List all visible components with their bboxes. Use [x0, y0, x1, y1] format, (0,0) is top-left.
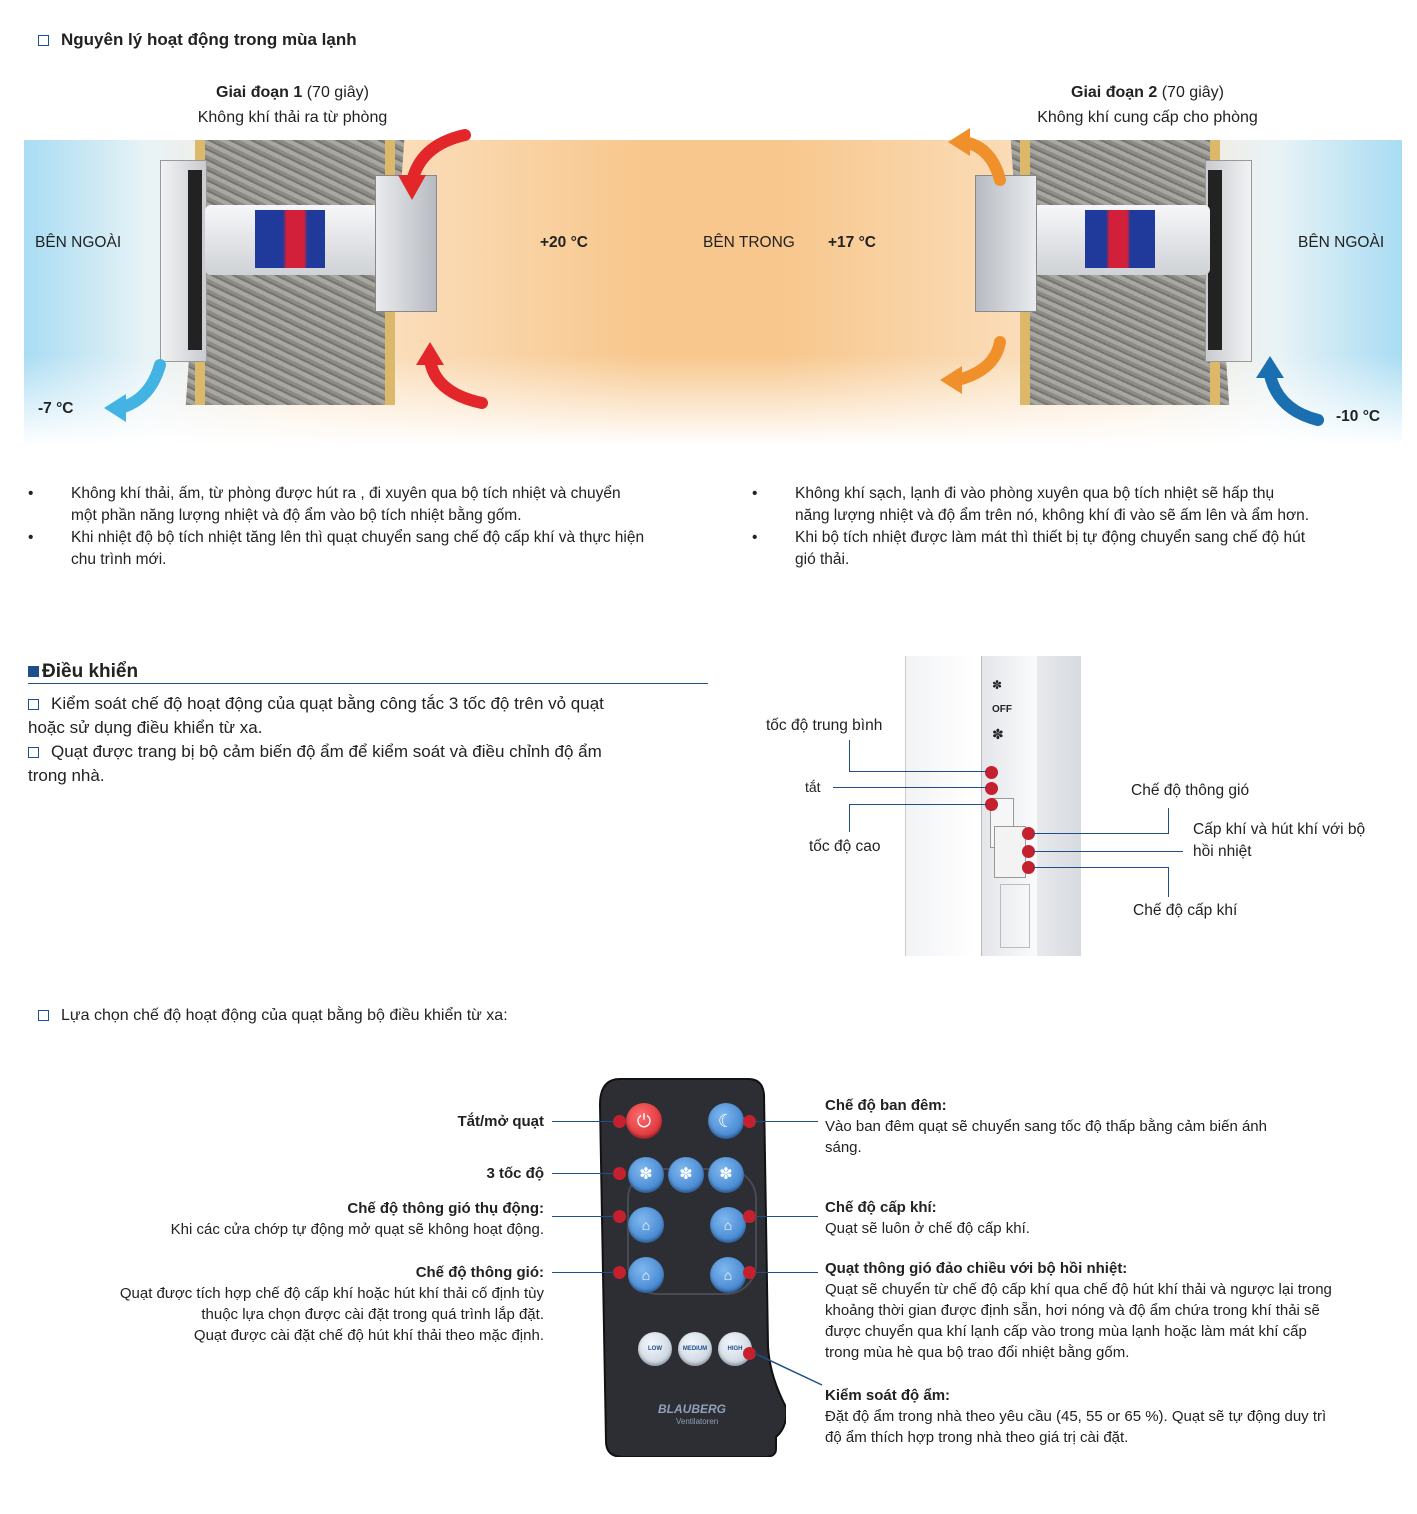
- warm-supply-arrow-icon: [959, 136, 1006, 186]
- red-marker-dot: [985, 766, 998, 779]
- right-bullet-list: • Không khí sạch, lạnh đi vào phòng xuyê…: [752, 483, 1392, 571]
- arrowhead-icon: [948, 128, 970, 156]
- vent-mode-label: Chế độ thông gió: [1131, 782, 1250, 799]
- list-item: • Không khí sạch, lạnh đi vào phòng xuyê…: [752, 485, 1310, 524]
- stage1-caption: Giai đoạn 1 (70 giây) Không khí thải ra …: [197, 84, 388, 126]
- inner-panel: [975, 175, 1037, 312]
- night-mode-label: Chế độ ban đêm: Vào ban đêm quạt sẽ chuy…: [825, 1097, 1267, 1156]
- remote-control: ⏻ ☾ ✽ ✽ ✽ ⌂ ⌂ ⌂ ⌂ LOW MEDIUM HIGH BLAUBE…: [598, 1077, 786, 1457]
- humidity-medium-button[interactable]: MEDIUM: [678, 1332, 712, 1366]
- arrowhead-icon: [940, 366, 962, 394]
- warm-exhaust-arrow-icon: [406, 129, 471, 188]
- humidity-control-label: Kiểm soát độ ẩm: Đặt độ ẩm trong nhà the…: [825, 1387, 1327, 1446]
- arrowhead-icon: [398, 175, 426, 200]
- checkbox-bullet-icon: [28, 747, 39, 758]
- ceramic-regenerator: [255, 210, 325, 268]
- red-marker-dot: [1022, 845, 1035, 858]
- cold-intake-arrow-icon: [1264, 369, 1324, 426]
- right-device-illustration: [960, 140, 1260, 410]
- power-label: Tắt/mở quạt: [457, 1113, 545, 1130]
- mode-switch[interactable]: [994, 826, 1026, 878]
- principle-heading: Nguyên lý hoạt động trong mùa lạnh: [38, 30, 357, 50]
- night-mode-button[interactable]: ☾: [708, 1103, 744, 1139]
- red-marker-dot: [1022, 827, 1035, 840]
- left-device-illustration: [150, 140, 450, 410]
- outside-label-left: BÊN NGOÀI: [35, 234, 122, 251]
- red-marker-dot: [1022, 861, 1035, 874]
- vent-mode-label: Chế độ thông gió: Quạt được tích hợp chế…: [119, 1264, 544, 1344]
- warm-supply-arrow-icon: [952, 336, 1006, 386]
- leader-line-icon: [753, 1352, 823, 1386]
- mode-arrows-icon: [1000, 884, 1030, 948]
- checkbox-bullet-icon: [28, 699, 39, 710]
- inside-temp-right: +17 °C: [828, 234, 876, 251]
- fan-high-icon: ✽: [992, 726, 1004, 742]
- house-icon: ⌂: [723, 1217, 733, 1233]
- power-button[interactable]: ⏻: [626, 1103, 662, 1139]
- fan-icon: ✽: [679, 1166, 693, 1183]
- inside-temp-left: +20 °C: [540, 234, 588, 251]
- outside-temp-right: -10 °C: [1336, 408, 1381, 425]
- square-bullet-icon: [28, 666, 39, 677]
- off-label: OFF: [992, 704, 1012, 715]
- remote-intro: Lựa chọn chế độ hoạt động của quạt bằng …: [38, 1007, 508, 1025]
- humidity-low-button[interactable]: LOW: [638, 1332, 672, 1366]
- off-position-label: tắt: [805, 779, 821, 795]
- inside-label: BÊN TRONG: [703, 234, 795, 251]
- reverse-mode-button[interactable]: ⌂: [710, 1257, 746, 1293]
- supply-mode-label: Chế độ cấp khí: Quạt sẽ luôn ở chế độ cấ…: [825, 1199, 1030, 1237]
- recovery-mode-label: Cấp khí và hút khí với bộ hồi nhiệt: [1193, 821, 1366, 860]
- inner-panel: [375, 175, 437, 312]
- house-icon: ⌂: [723, 1267, 733, 1283]
- brand-subtitle: Ventilatoren: [676, 1417, 719, 1426]
- red-marker-dot: [613, 1115, 626, 1128]
- fan-icon: ✽: [719, 1166, 733, 1183]
- passive-vent-button[interactable]: ⌂: [628, 1207, 664, 1243]
- medium-speed-label: tốc độ trung bình: [766, 717, 883, 734]
- control-paragraphs: Kiểm soát chế độ hoạt động của quạt bằng…: [28, 694, 604, 785]
- red-marker-dot: [743, 1210, 756, 1223]
- outside-temp-left: -7 °C: [38, 400, 74, 417]
- moon-icon: ☾: [717, 1111, 735, 1131]
- speeds-label: 3 tốc độ: [486, 1165, 544, 1182]
- red-marker-dot: [743, 1347, 756, 1360]
- red-marker-dot: [985, 798, 998, 811]
- passive-vent-label: Chế độ thông gió thụ động: Khi các cửa c…: [170, 1200, 544, 1238]
- arrowhead-icon: [416, 342, 444, 365]
- supply-mode-label: Chế độ cấp khí: [1133, 902, 1238, 919]
- arrowhead-icon: [104, 394, 126, 422]
- high-speed-label: tốc độ cao: [809, 838, 881, 855]
- list-item: • Không khí thải, ấm, từ phòng được hút …: [28, 485, 621, 524]
- warm-exhaust-arrow-icon: [424, 354, 488, 409]
- speed-high-button[interactable]: ✽: [708, 1157, 744, 1193]
- outside-label-right: BÊN NGOÀI: [1298, 234, 1385, 251]
- red-marker-dot: [613, 1210, 626, 1223]
- checkbox-bullet-icon: [38, 1010, 49, 1021]
- arrowhead-icon: [1256, 356, 1284, 378]
- house-icon: ⌂: [641, 1267, 651, 1283]
- stage2-caption: Giai đoạn 2 (70 giây) Không khí cung cấp…: [1037, 84, 1258, 126]
- red-marker-dot: [613, 1266, 626, 1279]
- fan-icon: ✽: [639, 1166, 653, 1183]
- checkbox-bullet-icon: [38, 35, 49, 46]
- red-marker-dot: [985, 782, 998, 795]
- airflow-arrows: [104, 128, 1324, 426]
- red-marker-dot: [613, 1167, 626, 1180]
- ceramic-regenerator: [1085, 210, 1155, 268]
- fan-low-icon: ✽: [992, 678, 1003, 692]
- left-bullet-list: • Không khí thải, ấm, từ phòng được hút …: [28, 483, 718, 571]
- house-icon: ⌂: [641, 1217, 651, 1233]
- speed-low-button[interactable]: ✽: [628, 1157, 664, 1193]
- power-icon: ⏻: [636, 1111, 652, 1131]
- speed-medium-button[interactable]: ✽: [668, 1157, 704, 1193]
- brand-logo: BLAUBERG: [658, 1402, 726, 1416]
- red-marker-dot: [743, 1266, 756, 1279]
- reverse-mode-label: Quạt thông gió đảo chiều với bộ hồi nhiệ…: [825, 1260, 1332, 1361]
- list-item: • Khi nhiệt độ bộ tích nhiệt tăng lên th…: [28, 529, 645, 568]
- control-heading: Điều khiển: [28, 661, 708, 684]
- red-marker-dot: [743, 1115, 756, 1128]
- vent-mode-button[interactable]: ⌂: [628, 1257, 664, 1293]
- supply-mode-button[interactable]: ⌂: [710, 1207, 746, 1243]
- list-item: • Khi bộ tích nhiệt được làm mát thì thi…: [752, 529, 1305, 568]
